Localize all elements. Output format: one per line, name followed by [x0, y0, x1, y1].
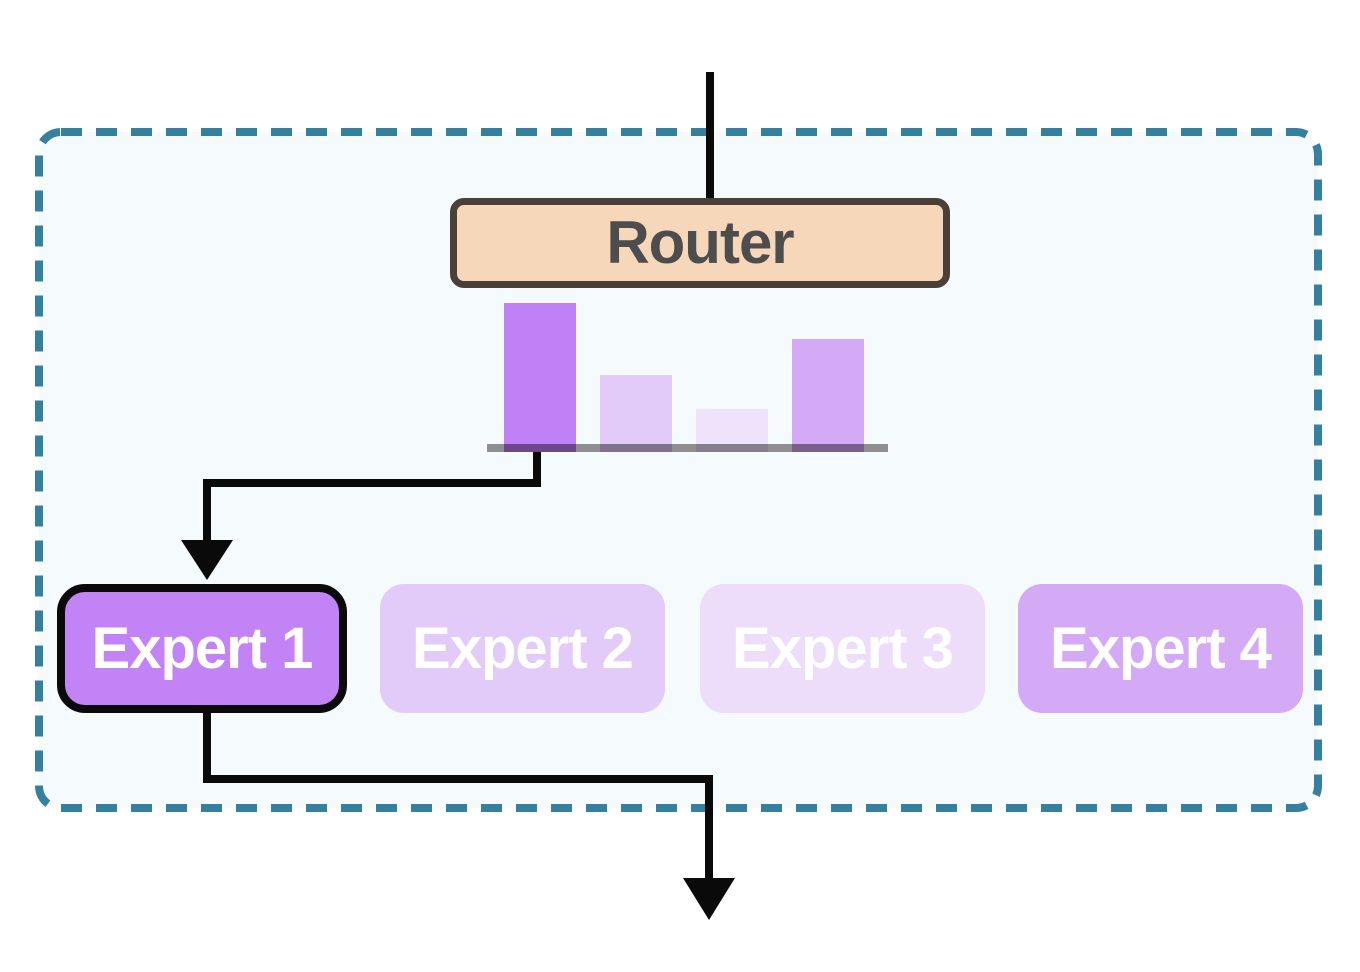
router-label: Router	[606, 209, 794, 276]
weight-bar-4	[792, 339, 864, 452]
expert-box-3: Expert 3	[700, 584, 985, 713]
expert-4-label: Expert 4	[1050, 616, 1272, 681]
expert-box-2: Expert 2	[380, 584, 665, 713]
expert-box-4: Expert 4	[1018, 584, 1303, 713]
weight-bar-1	[504, 303, 576, 452]
expert-2-label: Expert 2	[412, 616, 634, 681]
chart-baseline-axis	[487, 444, 888, 452]
expert-box-1: Expert 1	[57, 584, 347, 713]
output-arrow	[203, 710, 713, 882]
expert-1-label: Expert 1	[91, 616, 314, 681]
expert-3-label: Expert 3	[732, 616, 954, 681]
weight-bar-2	[600, 375, 672, 452]
output-arrowhead-icon	[683, 878, 735, 920]
routing-arrow	[203, 446, 541, 542]
moe-container	[35, 128, 1322, 812]
routing-arrowhead-icon	[181, 540, 233, 580]
router-box: Router	[450, 198, 950, 288]
router-weights-chart	[487, 295, 888, 452]
